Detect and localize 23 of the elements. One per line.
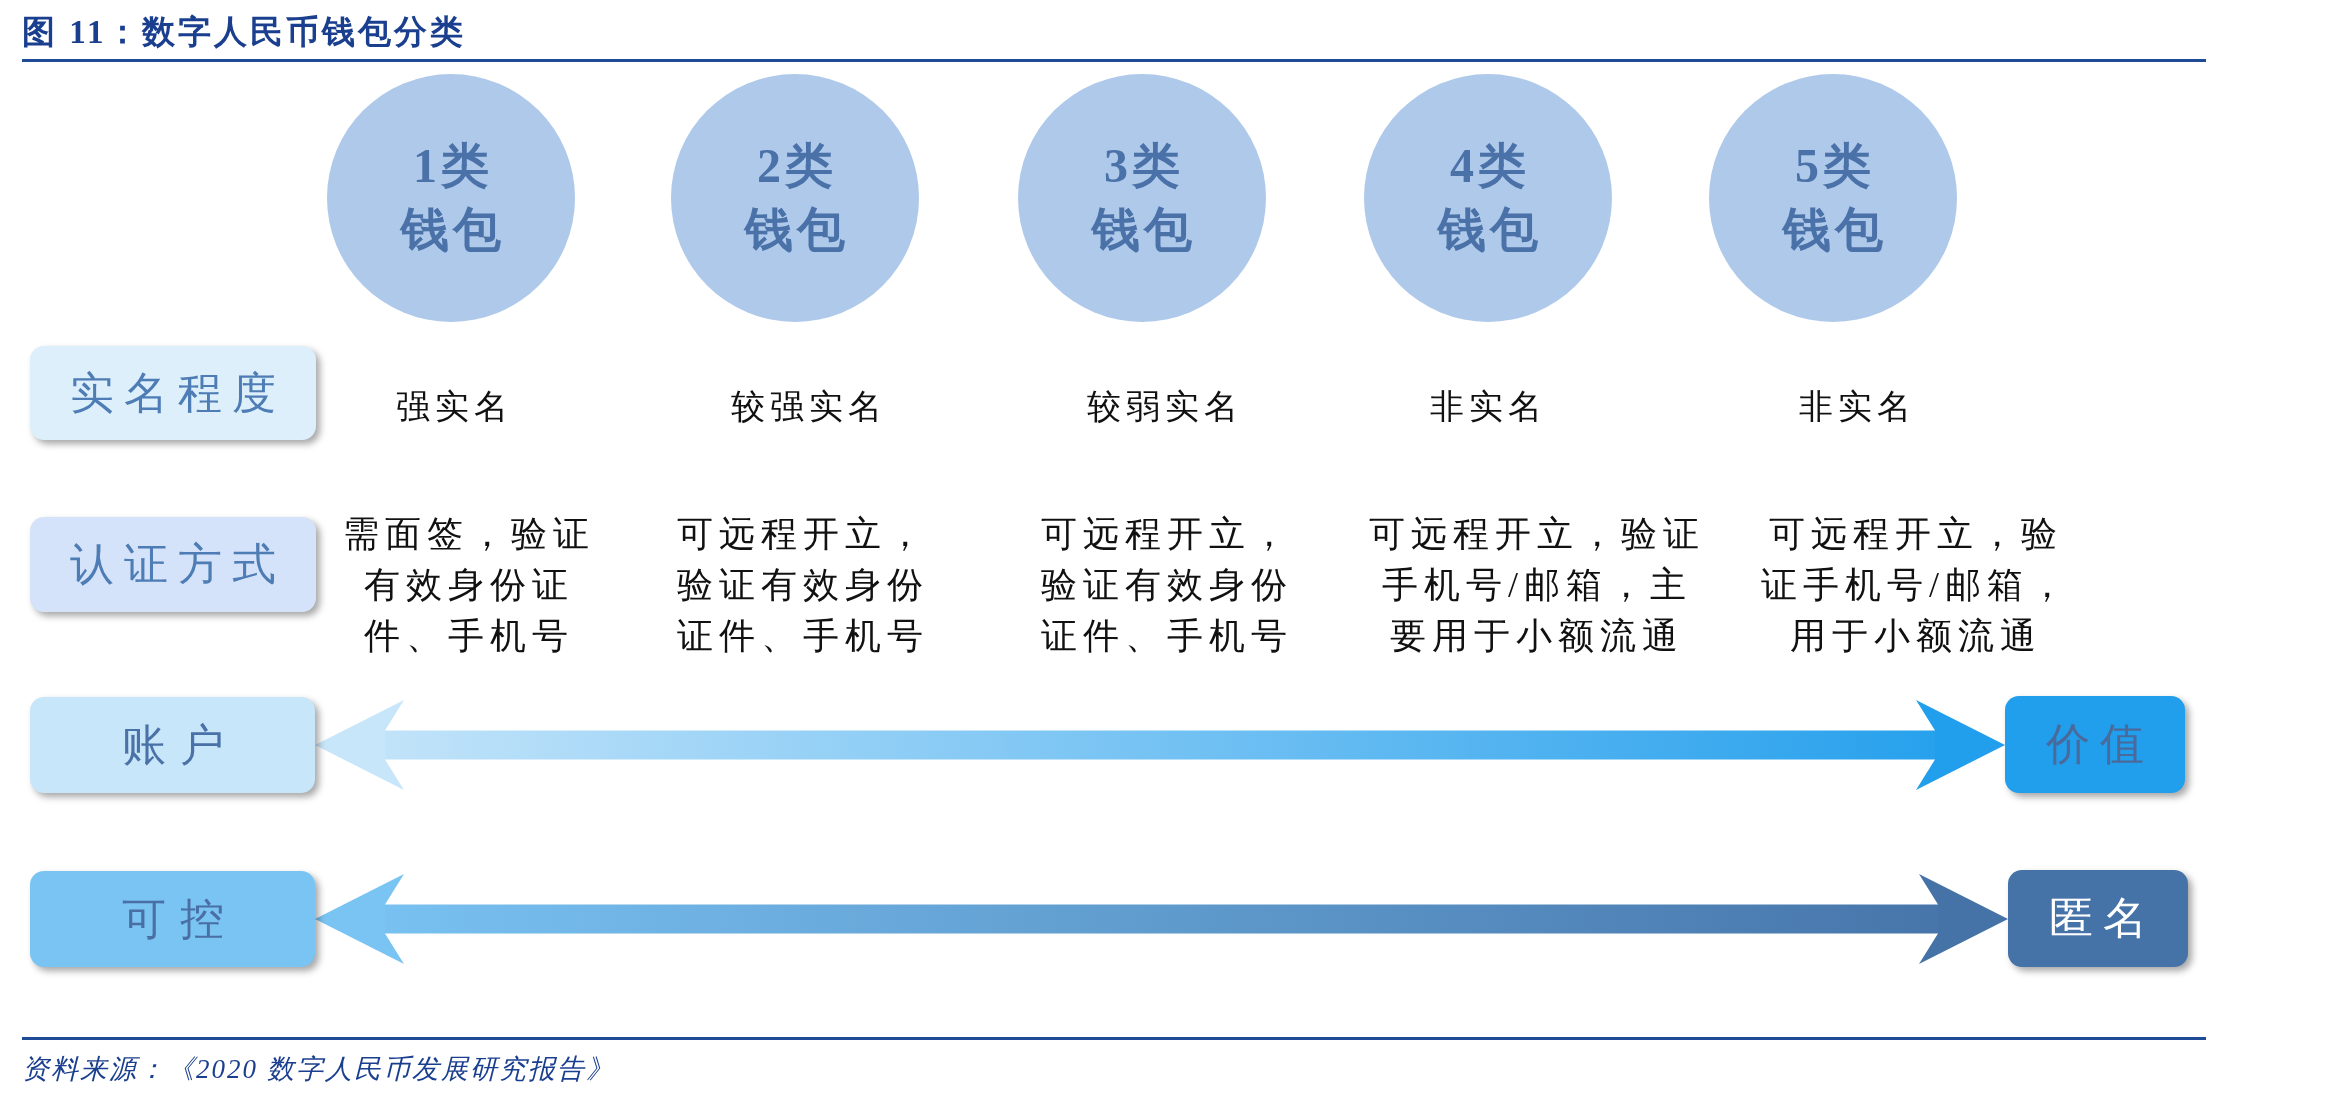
label-box: 账户 bbox=[30, 697, 315, 793]
level-text: 非实名 bbox=[1798, 387, 1917, 427]
label-box: 匿名 bbox=[2008, 870, 2188, 967]
category-circle: 2类钱包 bbox=[671, 74, 919, 322]
label-box: 可控 bbox=[30, 871, 315, 967]
method-text: 可远程开立，验证有效身份证件、手机号 bbox=[1040, 513, 1294, 658]
category-circle: 4类钱包 bbox=[1364, 74, 1612, 322]
method-text: 可远程开立，验证手机号/邮箱，主要用于小额流通 bbox=[1368, 513, 1706, 658]
level-text: 强实名 bbox=[395, 387, 514, 427]
figure-title: 图 11：数字人民币钱包分类 bbox=[22, 13, 467, 52]
category-circle: 5类钱包 bbox=[1709, 74, 1957, 322]
method-text: 可远程开立，验证有效身份证件、手机号 bbox=[676, 513, 930, 658]
level-text: 较强实名 bbox=[729, 387, 888, 427]
method-text: 可远程开立，验证手机号/邮箱，用于小额流通 bbox=[1760, 513, 2072, 658]
level-text: 非实名 bbox=[1429, 387, 1548, 427]
label-box: 价值 bbox=[2005, 696, 2185, 793]
label-box: 实名程度 bbox=[30, 346, 316, 440]
level-text: 较弱实名 bbox=[1085, 387, 1244, 427]
category-circle: 1类钱包 bbox=[327, 74, 575, 322]
category-circle: 3类钱包 bbox=[1018, 74, 1266, 322]
label-box: 认证方式 bbox=[30, 517, 316, 612]
method-text: 需面签，验证有效身份证件、手机号 bbox=[342, 513, 596, 658]
source-note: 资料来源：《2020 数字人民币发展研究报告》 bbox=[22, 1053, 615, 1086]
